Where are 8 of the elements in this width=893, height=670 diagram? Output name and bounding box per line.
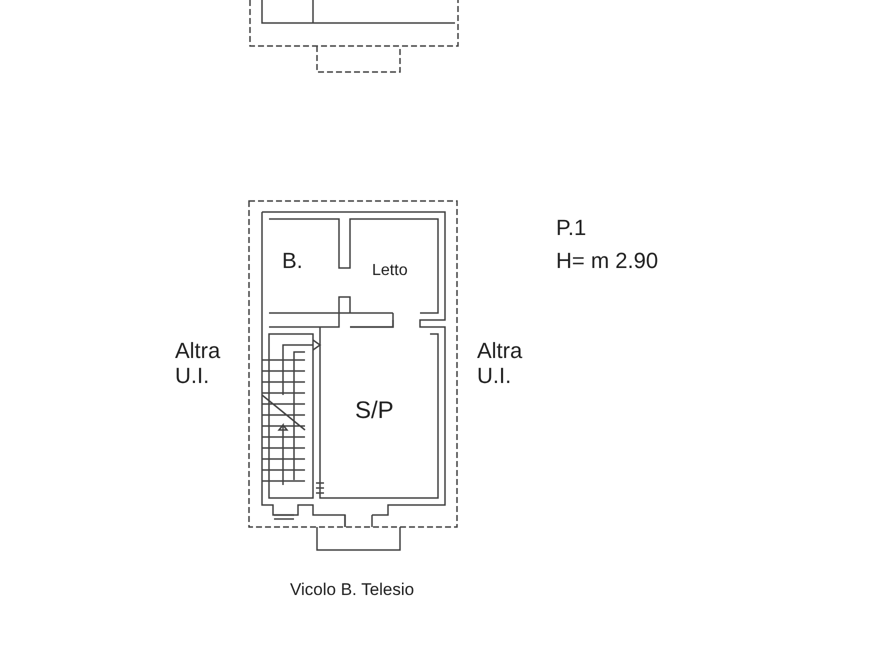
neighbour-unit-label: Altra U.I. [175, 338, 222, 389]
room-label: Letto [372, 262, 408, 280]
room-label: S/P [355, 397, 394, 425]
ceiling-height-label: H= m 2.90 [556, 248, 658, 274]
street-name: Vicolo B. Telesio [290, 580, 414, 600]
neighbour-unit-label: Altra U.I. [477, 338, 524, 389]
floor-label: P.1 [556, 215, 586, 240]
room-label: B. [282, 248, 303, 274]
